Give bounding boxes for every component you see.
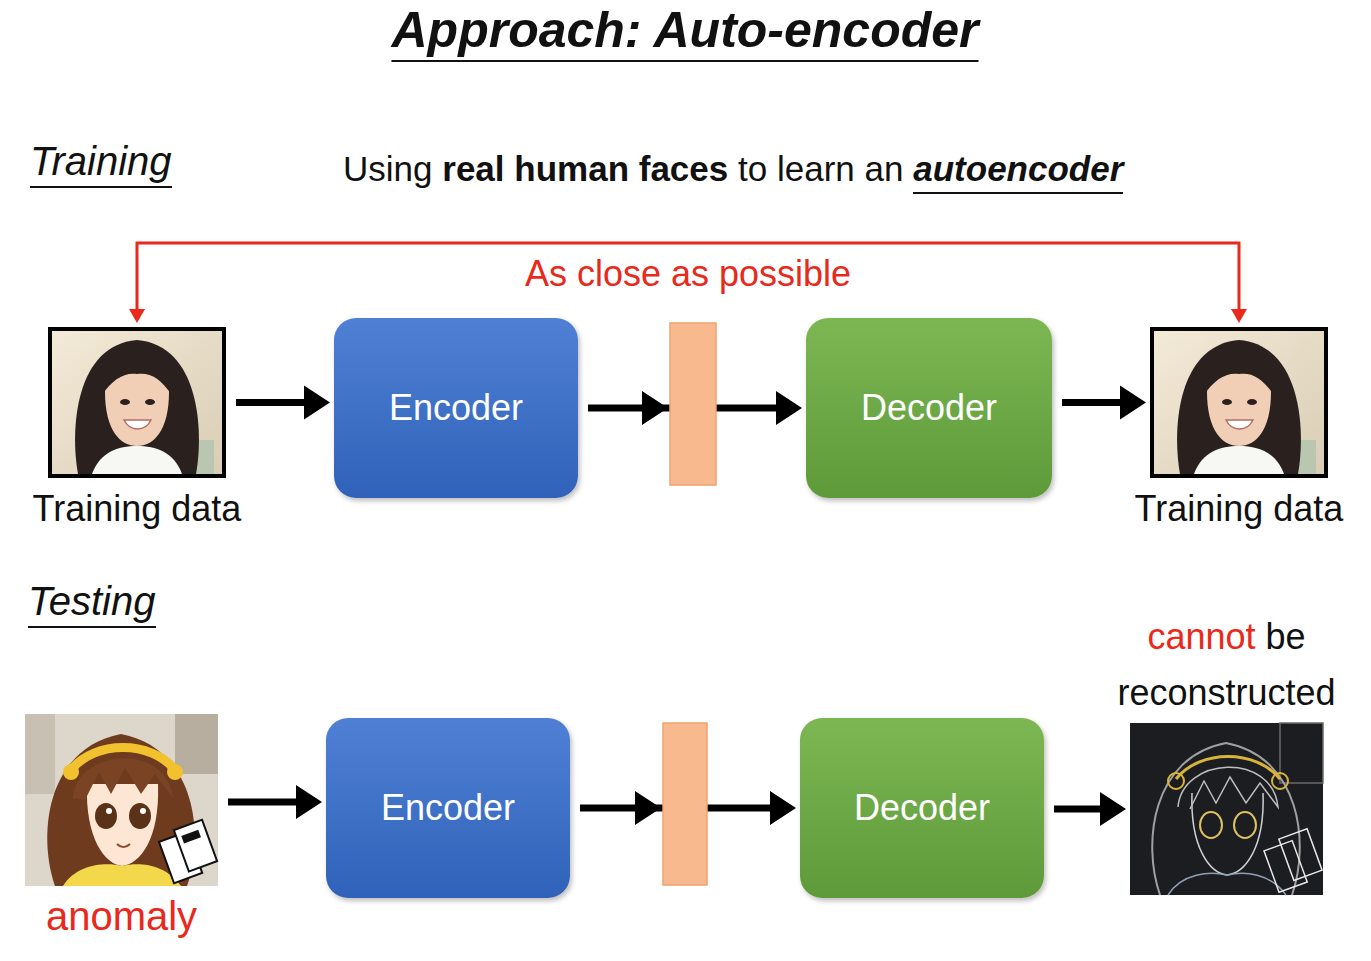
image-frame: anomaly: [25, 714, 218, 886]
section-holder: Testing: [28, 576, 156, 628]
arrow-head: [296, 785, 322, 819]
arrow-head: [1100, 792, 1126, 826]
arrow-head: [1120, 386, 1146, 420]
arrow-head: [770, 791, 796, 825]
caption-holder: Training data: [1135, 488, 1344, 530]
arrow-head: [304, 386, 330, 420]
image-caption: cannot: [1147, 616, 1255, 657]
connector-line: [137, 243, 1239, 310]
image-caption: Training data: [33, 488, 242, 529]
caption-holder: anomaly: [46, 894, 197, 939]
section-label: Testing: [28, 576, 156, 628]
encoder-box: Encoder: [334, 318, 578, 498]
image-frame: cannotbe reconstructed: [1130, 723, 1323, 895]
subtitle-text: real human faces: [442, 146, 728, 192]
connector-line: [228, 799, 297, 806]
box-label: Encoder: [389, 387, 523, 429]
connector-line: [236, 399, 305, 406]
image-caption: anomaly: [46, 894, 197, 938]
subtitle-text: autoencoder: [913, 146, 1123, 194]
arrow-head: [129, 309, 145, 323]
section-label: Training: [30, 136, 172, 188]
failed-reconstruction-image: [1130, 723, 1324, 895]
arrow-head: [642, 391, 668, 425]
decoder-box: Decoder: [800, 718, 1044, 898]
edge-label: As close as possible: [521, 253, 855, 294]
box-label: Decoder: [854, 787, 990, 829]
subtitle-row: Usingreal human facesto learn anautoenco…: [343, 146, 1133, 194]
anime-image: [25, 714, 219, 886]
title-holder: Approach: Auto-encoder: [391, 0, 978, 62]
caption-holder: cannotbe reconstructed: [1087, 609, 1367, 721]
box-label: Encoder: [381, 787, 515, 829]
caption-holder: Training data: [33, 488, 242, 530]
connector: [129, 243, 1247, 323]
section-holder: Training: [30, 136, 172, 188]
edge-label-holder: As close as possible: [521, 253, 855, 295]
connector: [228, 785, 322, 819]
subtitle-text: Using: [343, 146, 432, 192]
subtitle-text: to learn an: [738, 146, 903, 192]
decoder-box: Decoder: [806, 318, 1052, 498]
code-bar: [670, 323, 716, 485]
arrow-head: [1231, 309, 1247, 323]
title: Approach: Auto-encoder: [391, 0, 978, 62]
connector-line: [1062, 399, 1121, 406]
box-label: Decoder: [861, 387, 997, 429]
image-frame: Training data: [1150, 327, 1328, 478]
face-photo: [1154, 331, 1324, 474]
face-photo: [52, 331, 222, 474]
arrow-head: [635, 791, 661, 825]
image-caption: Training data: [1135, 488, 1344, 529]
arrow-head: [776, 391, 802, 425]
connector-line: [1054, 806, 1101, 813]
connector: [236, 386, 330, 420]
code-bar: [663, 723, 707, 885]
image-frame: Training data: [48, 327, 226, 478]
encoder-box: Encoder: [326, 718, 570, 898]
connector: [1062, 386, 1146, 420]
connector: [1054, 792, 1126, 826]
